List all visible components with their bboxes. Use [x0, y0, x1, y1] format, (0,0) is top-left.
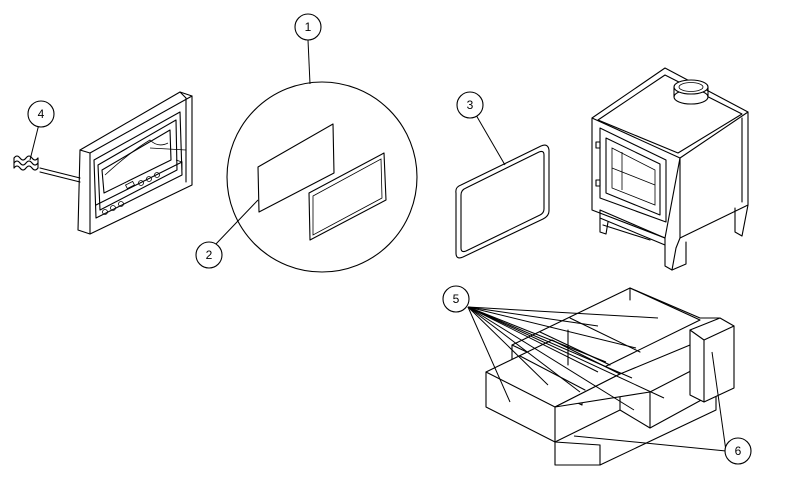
callout-5: 5: [442, 285, 470, 313]
wood-stove: [591, 67, 749, 271]
callout-6-label: 6: [735, 444, 742, 458]
glass-panel-group: [214, 39, 418, 273]
callout-3: 3: [456, 91, 484, 119]
callout-4: 4: [27, 100, 55, 128]
callout-2: 2: [195, 241, 223, 269]
callout-5-label: 5: [453, 292, 460, 306]
callout-3-label: 3: [467, 98, 474, 112]
callout-2-label: 2: [206, 248, 213, 262]
callout-6: 6: [724, 437, 752, 465]
callout-1: 1: [294, 13, 322, 41]
door-assembly: [13, 91, 193, 235]
callout-4-label: 4: [38, 107, 45, 121]
door-seal-gasket: [455, 114, 550, 259]
callout-1-label: 1: [305, 20, 312, 34]
firebrick-set: [467, 287, 735, 466]
